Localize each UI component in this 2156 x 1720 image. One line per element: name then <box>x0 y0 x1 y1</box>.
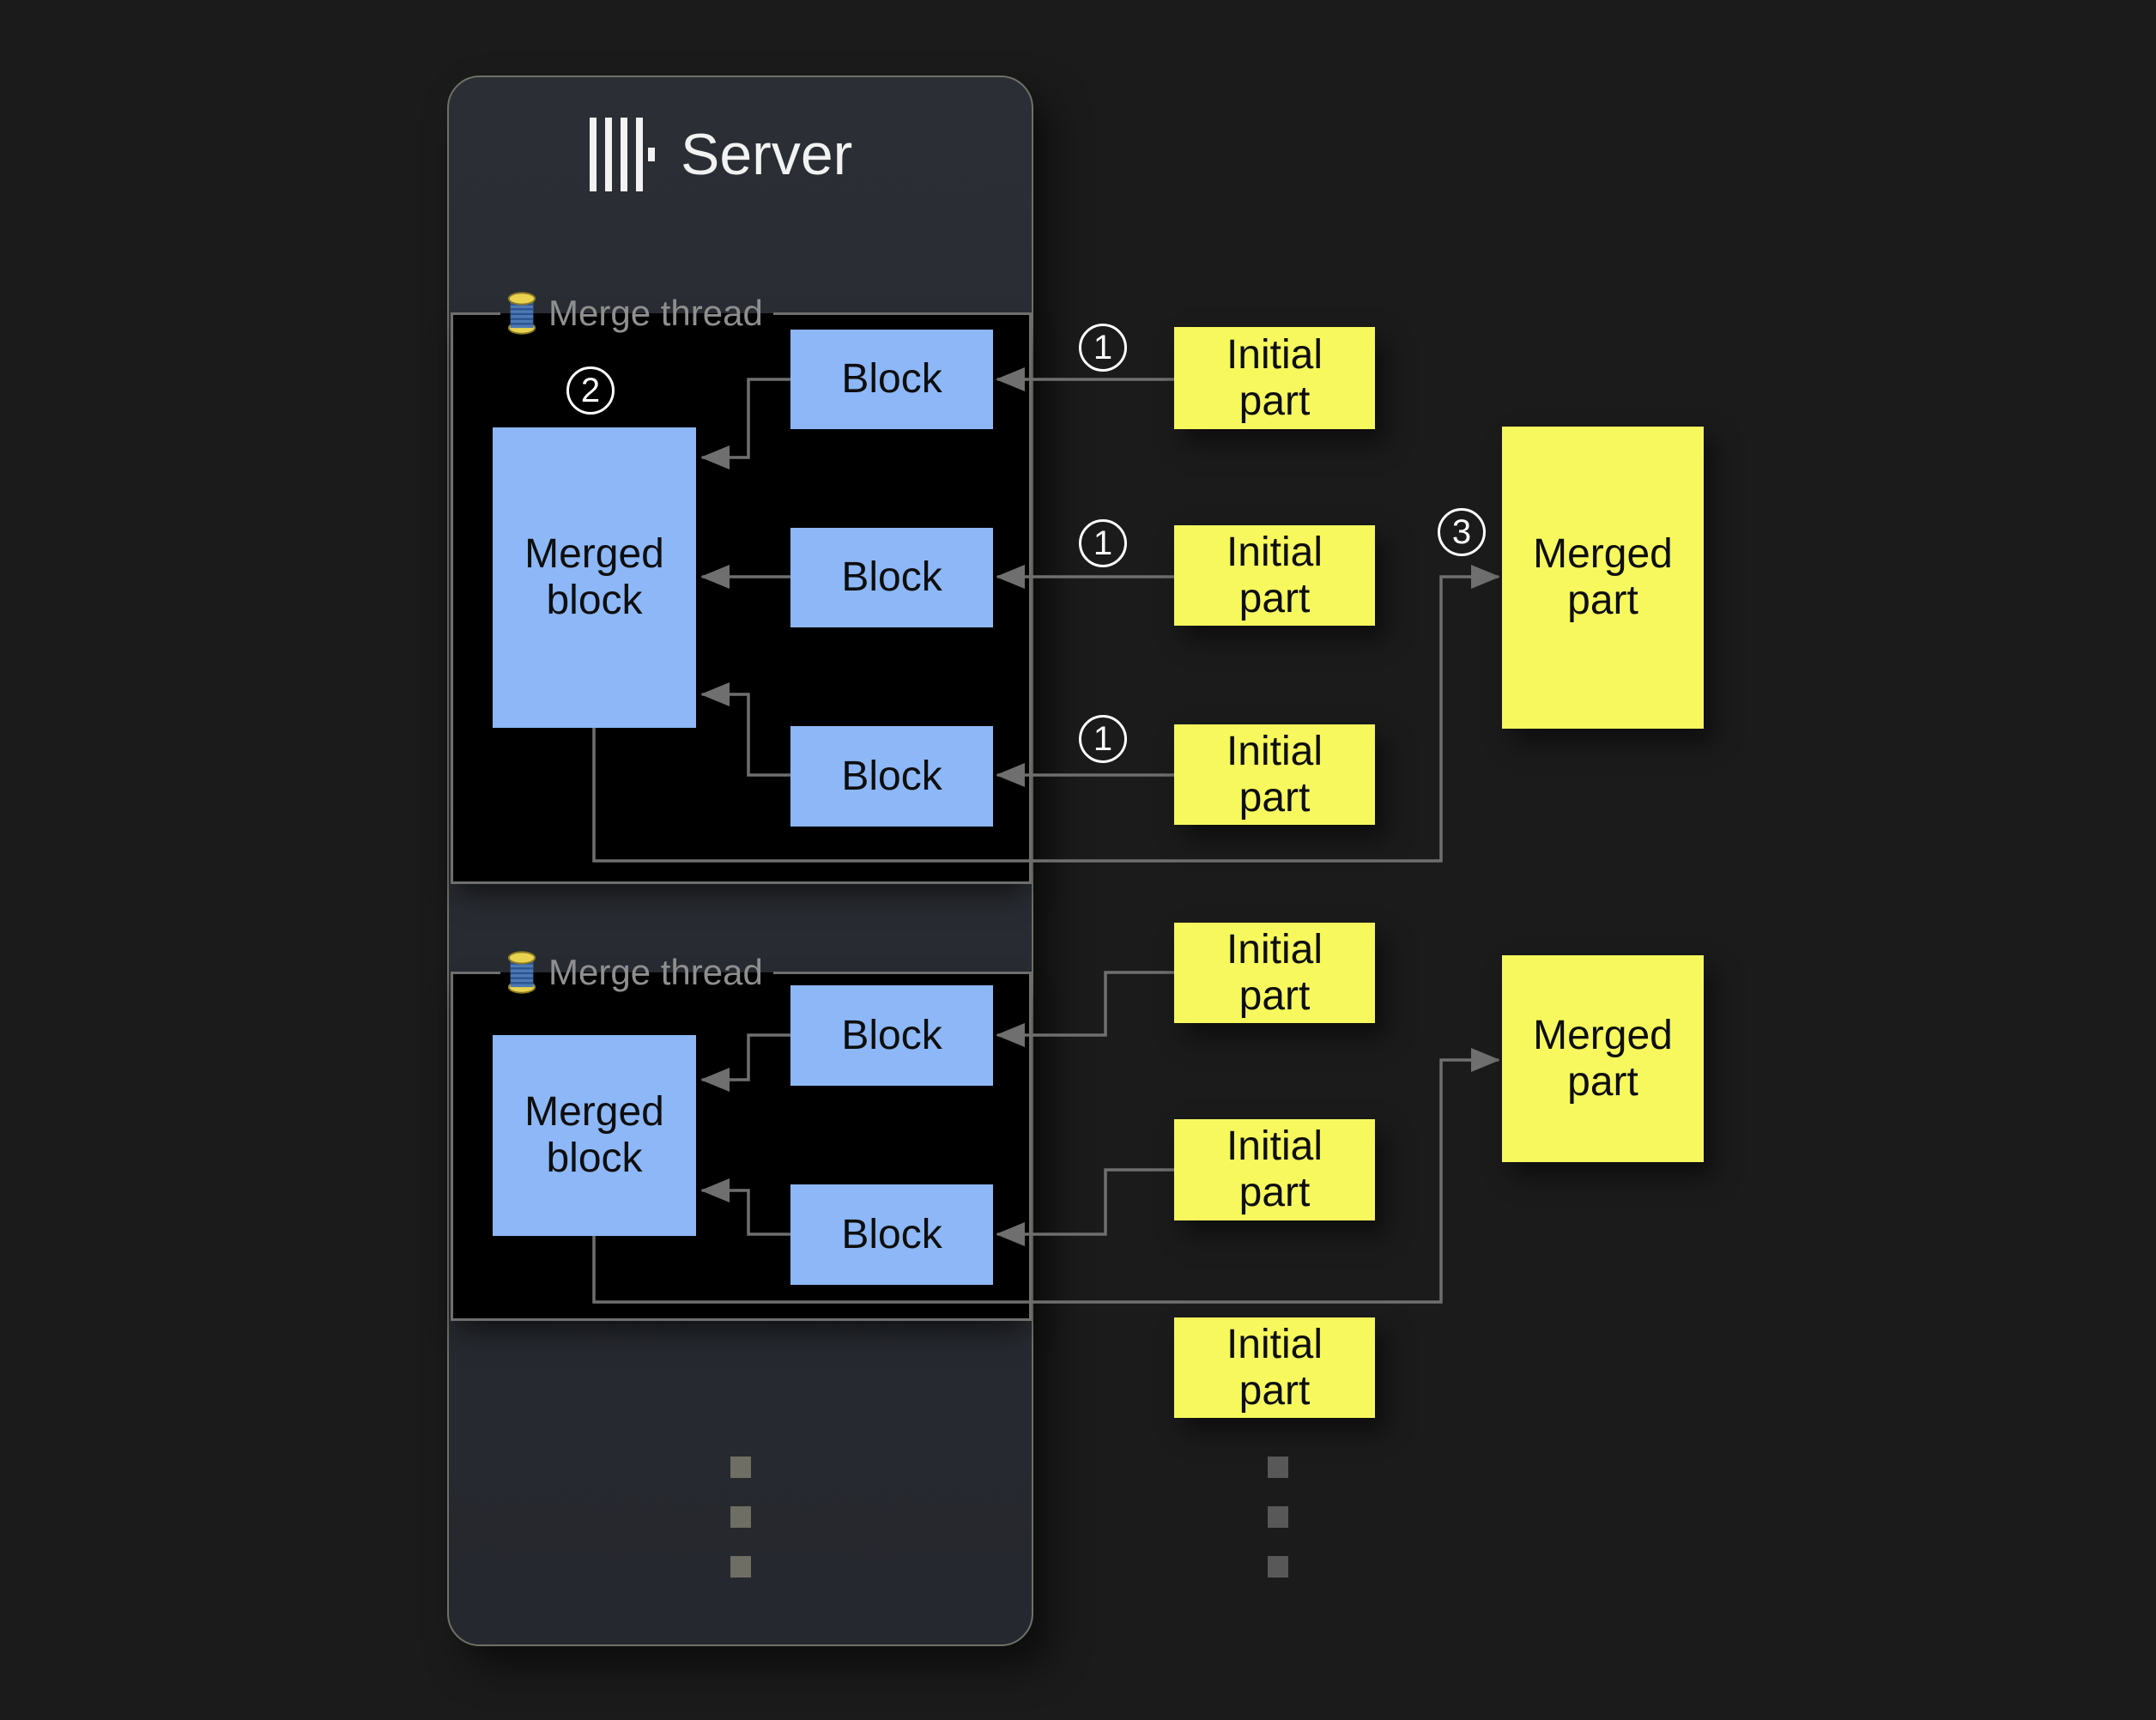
step-badge-1c: 1 <box>1079 715 1127 763</box>
block-5: Block <box>790 1184 993 1285</box>
step-badge-2: 2 <box>566 366 615 415</box>
merge-thread-legend-2: Merge thread <box>451 949 1032 996</box>
merged-part-1: Merged part <box>1502 427 1704 729</box>
page-title: Server <box>681 122 853 187</box>
arrow-block-3-to-merged-block-1 <box>700 682 790 777</box>
arrow-merged-block-1-to-merged-part-1 <box>592 565 1500 863</box>
initial-part-4: Initial part <box>1174 923 1375 1023</box>
block-1: Block <box>790 330 993 429</box>
arrow-block-5-to-merged-block-2 <box>700 1178 790 1236</box>
server-header: Server <box>590 118 852 191</box>
merged-block-2: Merged block <box>493 1035 696 1236</box>
legend-line <box>772 312 1032 315</box>
legend-line <box>451 312 500 315</box>
arrow-block-4-to-merged-block-2 <box>700 1033 790 1092</box>
continuation-ellipsis-server <box>730 1457 751 1578</box>
ellipsis-dot <box>1268 1556 1288 1578</box>
arrow-initial-part-5-to-block-5 <box>996 1168 1174 1246</box>
ellipsis-dot <box>730 1506 751 1528</box>
merged-block-1: Merged block <box>493 427 696 728</box>
thread-spool-icon <box>507 292 536 335</box>
initial-part-2: Initial part <box>1174 525 1375 626</box>
continuation-ellipsis-parts <box>1268 1457 1288 1578</box>
ellipsis-dot <box>730 1556 751 1578</box>
merge-thread-label: Merge thread <box>548 293 763 333</box>
ellipsis-dot <box>1268 1506 1288 1528</box>
block-4: Block <box>790 985 993 1086</box>
ellipsis-dot <box>1268 1457 1288 1478</box>
thread-spool-icon <box>507 951 536 994</box>
initial-part-3: Initial part <box>1174 724 1375 825</box>
merged-part-2: Merged part <box>1502 955 1704 1162</box>
step-badge-3: 3 <box>1438 508 1486 556</box>
clickhouse-logo-icon <box>590 118 655 191</box>
merge-thread-label: Merge thread <box>548 952 763 992</box>
legend-line <box>772 971 1032 974</box>
initial-part-1: Initial part <box>1174 327 1375 429</box>
arrow-initial-part-4-to-block-4 <box>996 971 1174 1047</box>
merge-thread-legend-1: Merge thread <box>451 290 1032 336</box>
arrow-block-1-to-merged-block-1 <box>700 378 790 469</box>
arrow-merged-block-2-to-merged-part-2 <box>592 1048 1500 1304</box>
step-badge-1b: 1 <box>1079 519 1127 567</box>
legend-line <box>451 971 500 974</box>
block-3: Block <box>790 726 993 827</box>
ellipsis-dot <box>730 1457 751 1478</box>
block-2: Block <box>790 528 993 627</box>
initial-part-6: Initial part <box>1174 1317 1375 1418</box>
initial-part-5: Initial part <box>1174 1119 1375 1220</box>
step-badge-1a: 1 <box>1079 324 1127 372</box>
